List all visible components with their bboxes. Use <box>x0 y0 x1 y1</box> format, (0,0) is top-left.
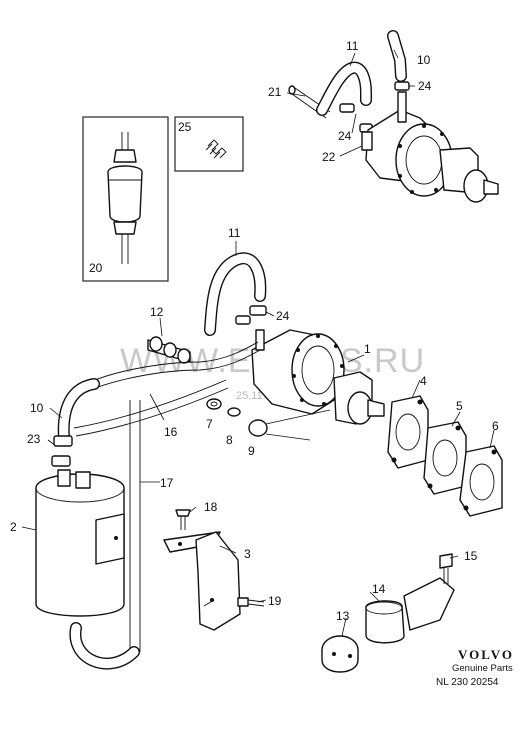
callout-10b: 10 <box>417 53 431 67</box>
callout-15: 15 <box>464 549 478 563</box>
callout-22: 22 <box>322 150 336 164</box>
callout-11a: 11 <box>346 39 359 53</box>
callout-24c: 24 <box>276 309 290 323</box>
brand-tagline: Genuine Parts <box>452 663 513 674</box>
callout-7: 7 <box>206 417 213 431</box>
callout-8: 8 <box>226 433 233 447</box>
callout-20: 20 <box>89 261 103 275</box>
callout-21: 21 <box>268 85 282 99</box>
bushings-7-8-9 <box>206 398 331 441</box>
callout-labels: 1 2 3 4 5 6 7 8 9 10 10 11 11 12 13 14 1… <box>10 39 499 623</box>
callout-19: 19 <box>268 594 282 608</box>
callout-2: 2 <box>10 520 17 534</box>
filter-inset-box <box>82 116 169 282</box>
leader-lines <box>21 49 495 637</box>
callout-16: 16 <box>164 425 178 439</box>
pump-assembly-main <box>204 252 385 425</box>
callout-3: 3 <box>244 547 251 561</box>
spring-inset-box <box>174 116 244 172</box>
brand-ref: NL 230 20254 <box>436 677 499 688</box>
callout-23: 23 <box>27 432 41 446</box>
callout-24a: 24 <box>418 79 432 93</box>
callout-1: 1 <box>364 342 371 356</box>
callout-4: 4 <box>420 374 427 388</box>
brand-block: VOLVO Genuine Parts NL 230 20254 <box>436 647 514 688</box>
callout-12: 12 <box>150 305 164 319</box>
fuel-filter <box>35 469 125 617</box>
callout-25: 25 <box>178 120 192 134</box>
callout-18: 18 <box>204 500 218 514</box>
callout-17: 17 <box>160 476 174 490</box>
callout-14: 14 <box>372 582 386 596</box>
sleeve-bushing-parts <box>321 553 455 673</box>
fuel-lines <box>51 341 261 670</box>
callout-24b: 24 <box>338 129 352 143</box>
brand-name: VOLVO <box>458 647 514 662</box>
callout-9: 9 <box>248 444 255 458</box>
callout-5: 5 <box>456 399 463 413</box>
pump-assembly-top <box>288 30 499 203</box>
callout-10a: 10 <box>30 401 44 415</box>
callout-6: 6 <box>492 419 499 433</box>
callout-11b: 11 <box>228 226 241 240</box>
gaskets <box>387 395 503 517</box>
mounting-bracket <box>163 509 265 631</box>
hose-clamp-bracket <box>147 336 191 364</box>
callout-13: 13 <box>336 609 350 623</box>
